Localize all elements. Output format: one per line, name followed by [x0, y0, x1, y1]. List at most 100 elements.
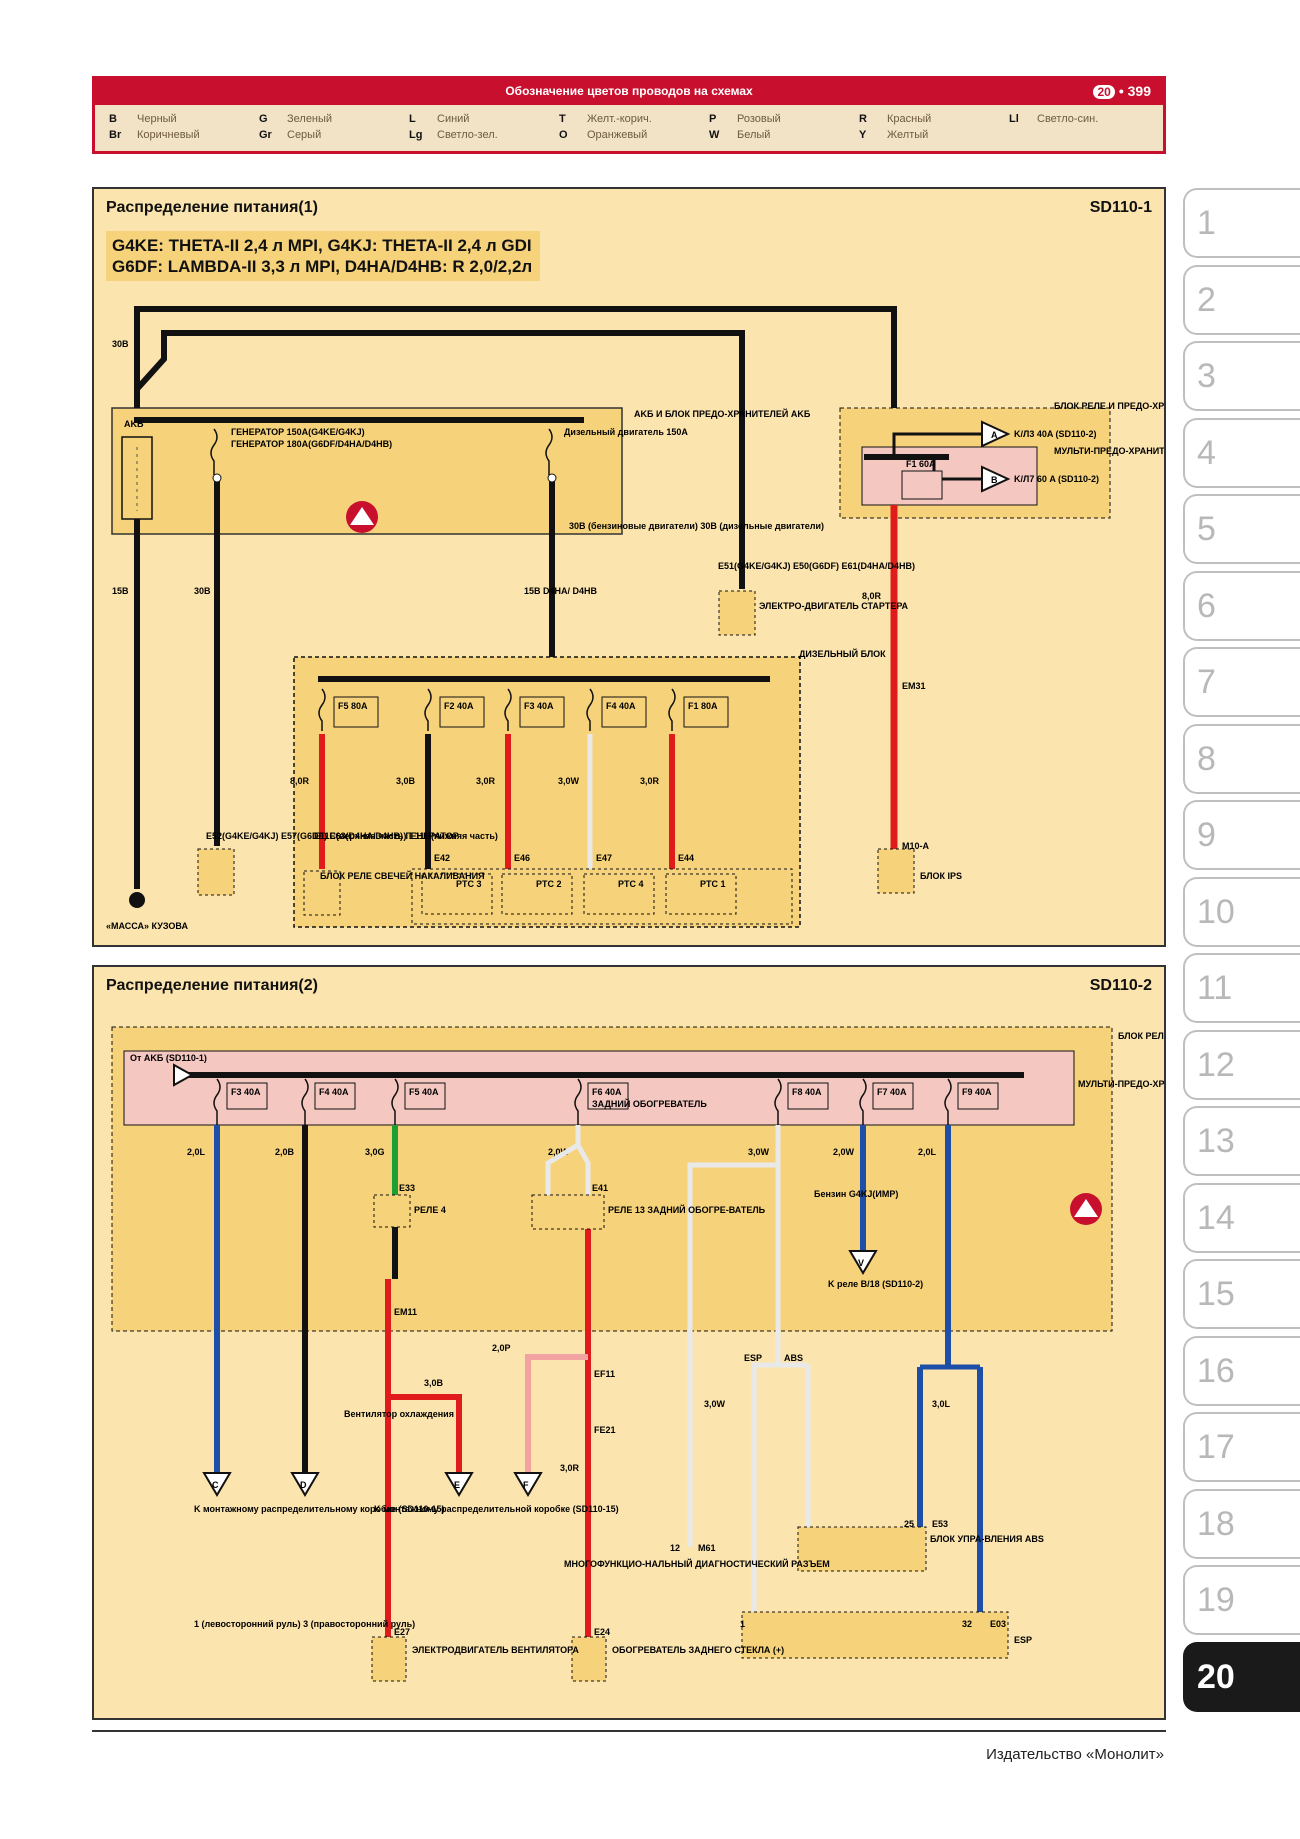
label-30b-gen: 30B — [194, 586, 211, 596]
label-multi-fuse-2: МУЛЬТИ-ПРЕДО-ХРАНИТЕЛЬ — [1078, 1079, 1164, 1089]
label-petrol: Бензин G4KJ(ИМР) — [814, 1189, 898, 1199]
section-tab-8[interactable]: 8 — [1183, 724, 1300, 794]
page-number-value: 399 — [1127, 83, 1151, 99]
fuse-box — [787, 1082, 829, 1110]
wire-size-label: 2,0W — [833, 1147, 855, 1157]
glow-relay-block — [303, 870, 341, 916]
legend-entry: Lg Светло-зел. — [409, 127, 498, 143]
section-tab-15[interactable]: 15 — [1183, 1259, 1300, 1329]
legend-code: G — [259, 113, 268, 125]
section-tab-label: 8 — [1197, 740, 1216, 778]
wire-size-label: 2,0L — [918, 1147, 937, 1157]
legend-color-name: Черный — [137, 113, 177, 125]
label-starter: ЭЛЕКТРО-ДВИГАТЕЛЬ СТАРТЕРА — [759, 601, 909, 611]
connector-label: E42 — [434, 853, 450, 863]
fuse-symbol — [391, 1078, 399, 1125]
section-tab-16[interactable]: 16 — [1183, 1336, 1300, 1406]
label-abs-tag: ABS — [784, 1353, 803, 1363]
engine-line-1: G4KE: THETA-II 2,4 л MPI, G4KJ: THETA-II… — [112, 236, 532, 255]
section-tab-13[interactable]: 13 — [1183, 1106, 1300, 1176]
label-generator-2: ГЕНЕРАТОР 180A(G6DF/D4HA/D4HB) — [231, 439, 392, 449]
fuse-box — [226, 1082, 268, 1110]
fuse-symbol — [504, 688, 512, 731]
label-m10a: M10-A — [902, 841, 930, 851]
section-tab-18[interactable]: 18 — [1183, 1489, 1300, 1559]
diesel-fuse-label: F4 40A — [606, 701, 636, 711]
label-diag-conn: МНОГОФУНКЦИО-НАЛЬНЫЙ ДИАГНОСТИЧЕСКИЙ РАЗ… — [564, 1558, 830, 1569]
legend-color-name: Светло-зел. — [437, 129, 498, 141]
label-e53: E53 — [932, 1519, 948, 1529]
label-30r-p2: 3,0R — [560, 1463, 580, 1473]
label-e24: E24 — [594, 1627, 610, 1637]
page-number: 20• 399 — [1093, 83, 1151, 99]
label-tri-f: F — [523, 1480, 529, 1490]
legend-color-name: Розовый — [737, 113, 781, 125]
section-tab-7[interactable]: 7 — [1183, 647, 1300, 717]
section-tab-12[interactable]: 12 — [1183, 1030, 1300, 1100]
section-tab-label: 4 — [1197, 434, 1216, 472]
fuse-label: F9 40A — [962, 1087, 992, 1097]
diesel-fuse-label: F1 80A — [688, 701, 718, 711]
section-tab-14[interactable]: 14 — [1183, 1183, 1300, 1253]
legend-color-name: Желт.-корич. — [587, 113, 652, 125]
section-tab-17[interactable]: 17 — [1183, 1412, 1300, 1482]
section-tab-9[interactable]: 9 — [1183, 800, 1300, 870]
fuse-box — [872, 1082, 914, 1110]
label-30b-starter: 30B (бензиновые двигатели) 30B (дизельны… — [569, 521, 824, 531]
label-30w-p2: 3,0W — [704, 1399, 726, 1409]
section-tab-20[interactable]: 20 — [1183, 1642, 1300, 1712]
section-tab-label: 11 — [1197, 969, 1233, 1007]
label-body-ground: «МАССА» КУЗОВА — [106, 921, 188, 931]
label-em31: EM31 — [902, 681, 926, 691]
label-e27: E27 — [394, 1627, 410, 1637]
panel-2-title: Распределение питания(2) — [106, 977, 318, 994]
section-tab-3[interactable]: 3 — [1183, 341, 1300, 411]
label-glow-block: БЛОК РЕЛЕ СВЕЧЕЙ НАКАЛИВАНИЯ — [320, 870, 485, 881]
section-tab-4[interactable]: 4 — [1183, 418, 1300, 488]
fuse-symbol — [859, 1078, 867, 1125]
label-pin-25: 25 — [904, 1519, 914, 1529]
diesel-fuse — [439, 696, 485, 728]
section-tab-1[interactable]: 1 — [1183, 188, 1300, 258]
label-f1-60a: F1 60A — [906, 459, 936, 469]
fuse-label: F8 40A — [792, 1087, 822, 1097]
section-tab-10[interactable]: 10 — [1183, 877, 1300, 947]
wire-size-label: 3,0R — [476, 776, 496, 786]
section-tab-label: 13 — [1197, 1122, 1235, 1160]
section-tab-label: 17 — [1197, 1428, 1235, 1466]
label-em11: EM11 — [394, 1307, 417, 1317]
section-tab-label: 6 — [1197, 587, 1216, 625]
section-tab-2[interactable]: 2 — [1183, 265, 1300, 335]
connector-label: E46 — [514, 853, 530, 863]
legend-color-name: Оранжевый — [587, 129, 648, 141]
label-vent: Вентилятор охлаждения — [344, 1409, 454, 1419]
label-30b: 30B — [112, 339, 129, 349]
label-diesel-block: ДИЗЕЛЬНЫЙ БЛОК — [799, 648, 886, 659]
diesel-fuse — [683, 696, 729, 728]
label-esp-block: ESP — [1014, 1635, 1032, 1645]
section-tab-label: 16 — [1197, 1352, 1235, 1390]
section-tab-6[interactable]: 6 — [1183, 571, 1300, 641]
legend-code: Lg — [409, 129, 423, 141]
section-tab-label: 2 — [1197, 281, 1216, 319]
label-glow-conn: E11C(верхняя часть) E11B(нижняя часть) — [314, 831, 498, 841]
label-fan-motor: ЭЛЕКТРОДВИГАТЕЛЬ ВЕНТИЛЯТОРА — [412, 1645, 579, 1655]
label-dist-2: K монтажному распределительной коробке (… — [374, 1504, 619, 1514]
label-dist-1: K монтажному распределительному коробке … — [194, 1504, 445, 1514]
label-e03: E03 — [990, 1619, 1006, 1629]
section-tab-19[interactable]: 19 — [1183, 1565, 1300, 1635]
legend-color-name: Серый — [287, 129, 322, 141]
section-tab-5[interactable]: 5 — [1183, 494, 1300, 564]
label-fe21: FE21 — [594, 1425, 616, 1435]
section-tab-11[interactable]: 11 — [1183, 953, 1300, 1023]
